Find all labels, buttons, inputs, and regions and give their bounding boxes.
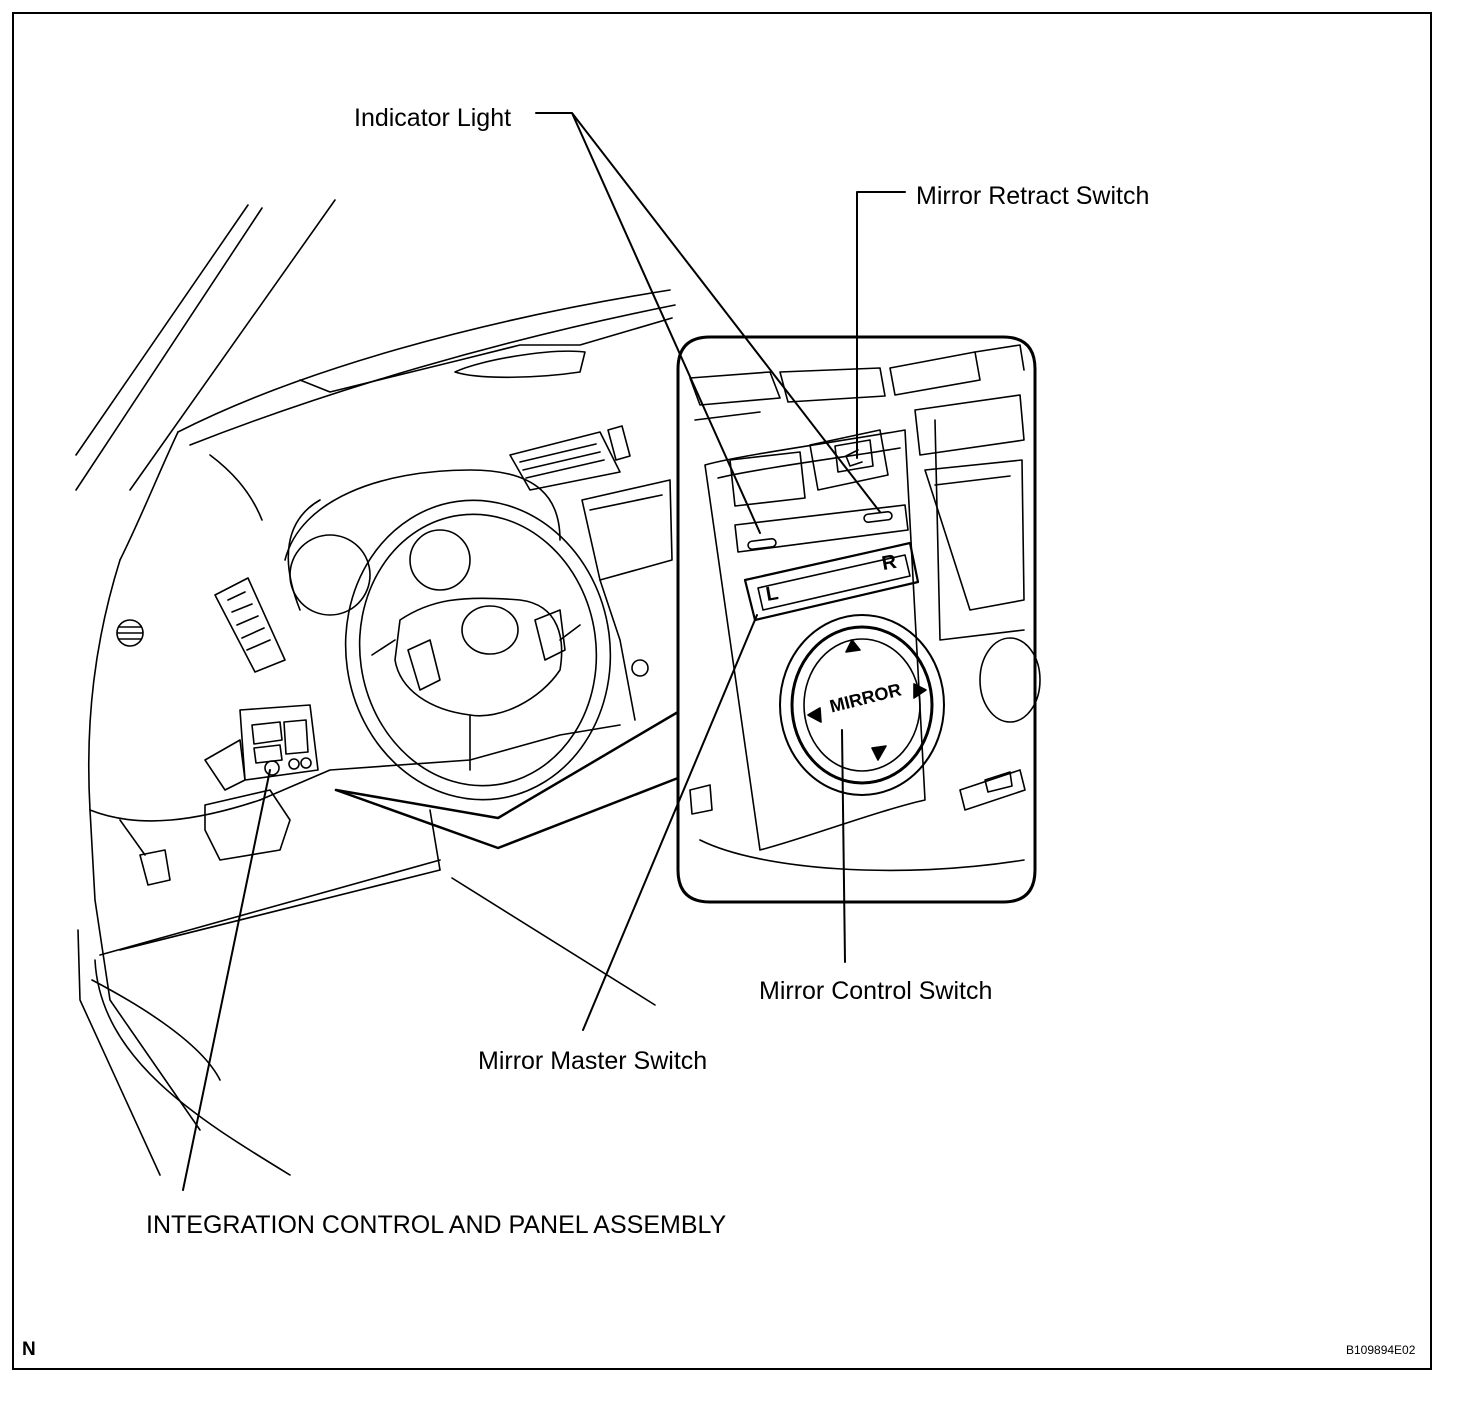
leader-mirror-retract xyxy=(856,191,906,459)
left-air-vent xyxy=(214,577,286,673)
left-door xyxy=(77,559,656,1176)
label-indicator-light: Indicator Light xyxy=(354,104,512,132)
zoom-connector xyxy=(334,710,680,850)
integration-control-panel xyxy=(204,704,319,791)
label-integration-control: INTEGRATION CONTROL AND PANEL ASSEMBLY xyxy=(146,1211,727,1239)
leader-integration-control xyxy=(182,769,271,1191)
lower-dash xyxy=(119,724,621,886)
a-pillar xyxy=(75,199,336,491)
figure-frame xyxy=(12,12,1432,1370)
leader-indicator-light xyxy=(535,112,881,534)
instrument-cluster xyxy=(284,469,561,616)
center-console xyxy=(509,425,673,721)
figure-code: B109894E02 xyxy=(1346,1343,1416,1357)
label-mirror-master-switch: Mirror Master Switch xyxy=(478,1047,708,1075)
orientation-marker: N xyxy=(22,1339,36,1360)
leader-lines xyxy=(182,112,906,1191)
detail-inset xyxy=(676,335,1041,904)
leader-mirror-control xyxy=(841,729,846,963)
dashboard-top xyxy=(119,289,676,561)
label-mirror-retract-switch: Mirror Retract Switch xyxy=(916,182,1150,210)
speaker-grille-icon xyxy=(116,619,144,647)
steering-wheel xyxy=(344,499,612,801)
leader-mirror-master xyxy=(582,614,758,1031)
label-mirror-control-switch: Mirror Control Switch xyxy=(759,977,993,1005)
